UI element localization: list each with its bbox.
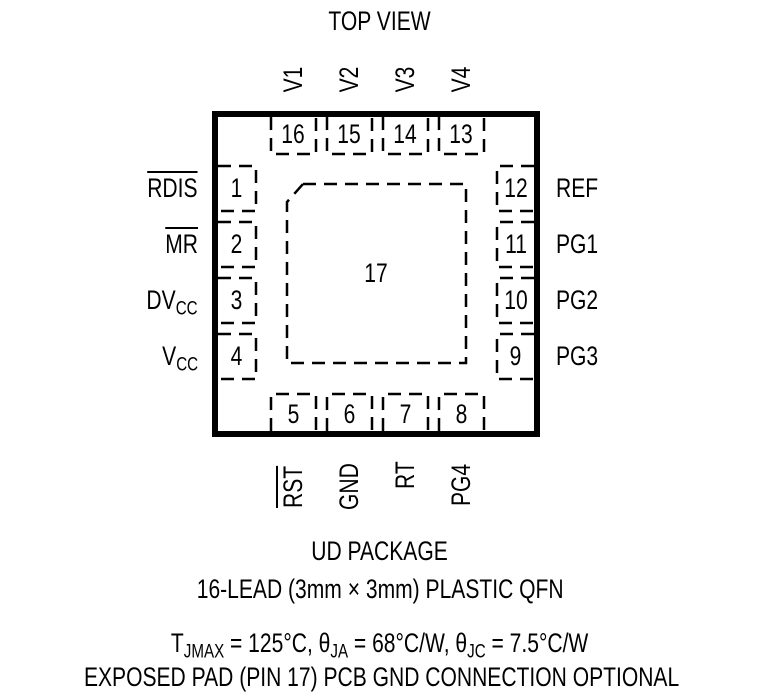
pin-name: REF xyxy=(556,173,599,203)
pin-number: 6 xyxy=(343,399,356,429)
pin-8-name: PG4 xyxy=(446,452,476,506)
pin-6-number: 6 xyxy=(327,401,372,428)
pin-2-name: MR xyxy=(156,231,198,258)
pin-number: 1 xyxy=(231,173,243,203)
pin-8-number: 8 xyxy=(439,401,484,428)
pin-number: 15 xyxy=(337,119,362,149)
pin-name: PG4 xyxy=(446,463,476,506)
pin-3-number: 3 xyxy=(218,287,256,314)
pin-name: RST xyxy=(278,465,308,508)
package-name: UD PACKAGE xyxy=(0,538,760,565)
package-outline xyxy=(212,111,540,437)
pin-number: 14 xyxy=(393,119,418,149)
pin-6-name: GND xyxy=(334,450,364,510)
theta-ja-value: = 68°C/W, xyxy=(348,628,456,658)
theta-ja-symbol: θ xyxy=(319,628,331,658)
pin-13-number: 13 xyxy=(439,121,484,148)
pin-name: DVCC xyxy=(146,285,198,319)
pin-14-number: 14 xyxy=(383,121,428,148)
thermal-specs-text: TJMAX = 125°C, θJA = 68°C/W, θJC = 7.5°C… xyxy=(171,628,589,662)
exposed-pad-outline xyxy=(285,182,468,365)
pin-name: PG2 xyxy=(556,285,599,315)
pin-name-main: V xyxy=(162,341,177,371)
pin-name: V1 xyxy=(278,66,308,93)
pin-number: 4 xyxy=(231,341,243,371)
pin-number: 8 xyxy=(455,399,468,429)
diagram-title: TOP VIEW xyxy=(0,8,760,35)
pin-name: V3 xyxy=(390,66,420,93)
pin-3-name: DVCC xyxy=(132,285,198,319)
pin-10-name: PG2 xyxy=(556,287,610,314)
theta-jc-symbol: θ xyxy=(455,628,468,658)
pin-name: MR xyxy=(165,229,198,259)
exposed-pad-note-text: EXPOSED PAD (PIN 17) PCB GND CONNECTION … xyxy=(83,662,680,692)
pin-name-sub: CC xyxy=(176,297,198,320)
tj-symbol: T xyxy=(171,628,185,658)
tj-sub: JMAX xyxy=(184,640,225,663)
pin-1-number: 1 xyxy=(218,175,256,202)
pin-name: RT xyxy=(390,461,420,489)
pin-7-name: RT xyxy=(390,453,420,489)
pad-17-label: 17 xyxy=(364,258,388,288)
pin-15-name: V2 xyxy=(334,63,364,96)
pin-5-number: 5 xyxy=(271,401,316,428)
pin-number: 10 xyxy=(504,285,528,315)
pin-13-name: V4 xyxy=(446,63,476,96)
pin-4-number: 4 xyxy=(218,343,256,370)
pin-name: GND xyxy=(334,463,364,510)
exposed-pad-note: EXPOSED PAD (PIN 17) PCB GND CONNECTION … xyxy=(0,664,760,691)
package-name-text: UD PACKAGE xyxy=(311,536,449,566)
tj-value: = 125°C, xyxy=(224,628,320,658)
pin-name: PG1 xyxy=(556,229,599,259)
pin-number: 16 xyxy=(281,119,306,149)
pin-5-name: RST xyxy=(278,454,308,508)
pin-11-name: PG1 xyxy=(556,231,610,258)
pin-2-number: 2 xyxy=(218,231,256,258)
pin-16-number: 16 xyxy=(271,121,316,148)
pin-7-number: 7 xyxy=(383,401,428,428)
pin-name: PG3 xyxy=(556,341,599,371)
pin-12-number: 12 xyxy=(497,175,535,202)
pin-name-main: DV xyxy=(146,285,177,315)
pin-number: 5 xyxy=(287,399,300,429)
pin-11-number: 11 xyxy=(497,231,535,258)
pin-12-name: REF xyxy=(556,175,610,202)
thermal-specs: TJMAX = 125°C, θJA = 68°C/W, θJC = 7.5°C… xyxy=(0,628,760,662)
pin-15-number: 15 xyxy=(327,121,372,148)
pin-name: RDIS xyxy=(147,173,198,203)
exposed-pad-number: 17 xyxy=(346,260,406,287)
pin-14-name: V3 xyxy=(390,63,420,96)
pin-number: 11 xyxy=(505,229,527,259)
pin-10-number: 10 xyxy=(497,287,535,314)
pin-1-name: RDIS xyxy=(133,175,198,202)
pin-4-name: VCC xyxy=(152,341,198,375)
pin-name: V4 xyxy=(446,66,476,93)
pin-number: 3 xyxy=(231,285,243,315)
pin-number: 9 xyxy=(510,341,522,371)
theta-jc-sub: JC xyxy=(467,640,487,663)
pin-name: VCC xyxy=(162,341,198,375)
pin-name-sub: CC xyxy=(176,353,198,376)
pin-number: 13 xyxy=(449,119,474,149)
pin-9-number: 9 xyxy=(497,343,535,370)
pin-number: 12 xyxy=(504,173,528,203)
pin-9-name: PG3 xyxy=(556,343,610,370)
package-desc-text: 16-LEAD (3mm × 3mm) PLASTIC QFN xyxy=(196,574,564,604)
theta-ja-sub: JA xyxy=(330,640,349,663)
pin-number: 7 xyxy=(399,399,412,429)
pin-16-name: V1 xyxy=(278,63,308,96)
title-text: TOP VIEW xyxy=(328,6,432,36)
pin-name: V2 xyxy=(334,66,364,93)
theta-jc-value: = 7.5°C/W xyxy=(486,628,589,658)
package-description: 16-LEAD (3mm × 3mm) PLASTIC QFN xyxy=(0,576,760,603)
pin-number: 2 xyxy=(231,229,243,259)
